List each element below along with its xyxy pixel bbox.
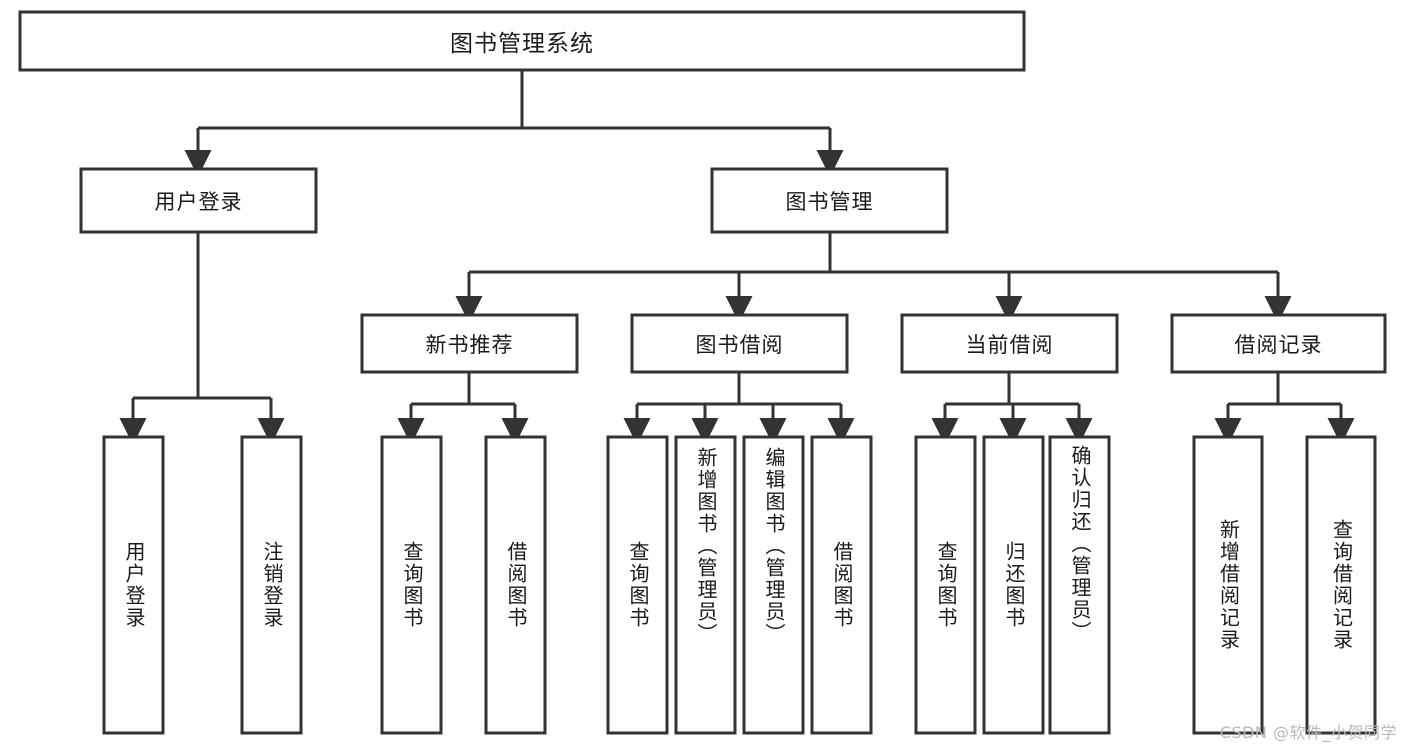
node-box-new-book-recommend[interactable] bbox=[360, 313, 579, 374]
node-box-book-manage[interactable] bbox=[710, 167, 949, 234]
node-box-leaf-edit-book[interactable] bbox=[742, 435, 805, 735]
csdn-watermark: CSDN @软件_小贺同学 bbox=[1219, 723, 1397, 742]
node-box-leaf-query-record[interactable] bbox=[1305, 435, 1377, 735]
node-box-leaf-query-book-2[interactable] bbox=[606, 435, 669, 735]
node-box-leaf-user-login[interactable] bbox=[102, 435, 165, 735]
node-box-root[interactable] bbox=[18, 10, 1026, 72]
node-box-leaf-query-book-1[interactable] bbox=[380, 435, 443, 735]
node-box-leaf-borrow-book-2[interactable] bbox=[810, 435, 873, 735]
node-box-leaf-return-book[interactable] bbox=[982, 435, 1045, 735]
node-box-leaf-add-book[interactable] bbox=[674, 435, 737, 735]
node-box-leaf-confirm-return[interactable] bbox=[1048, 435, 1111, 735]
node-box-leaf-logout[interactable] bbox=[240, 435, 303, 735]
node-box-current-borrow[interactable] bbox=[900, 313, 1119, 374]
node-box-book-borrow[interactable] bbox=[630, 313, 849, 374]
node-box-leaf-add-record[interactable] bbox=[1192, 435, 1264, 735]
node-box-leaf-borrow-book-1[interactable] bbox=[484, 435, 547, 735]
node-box-user-login[interactable] bbox=[79, 167, 318, 234]
node-box-leaf-query-book-3[interactable] bbox=[914, 435, 977, 735]
node-box-borrow-record[interactable] bbox=[1170, 313, 1387, 374]
